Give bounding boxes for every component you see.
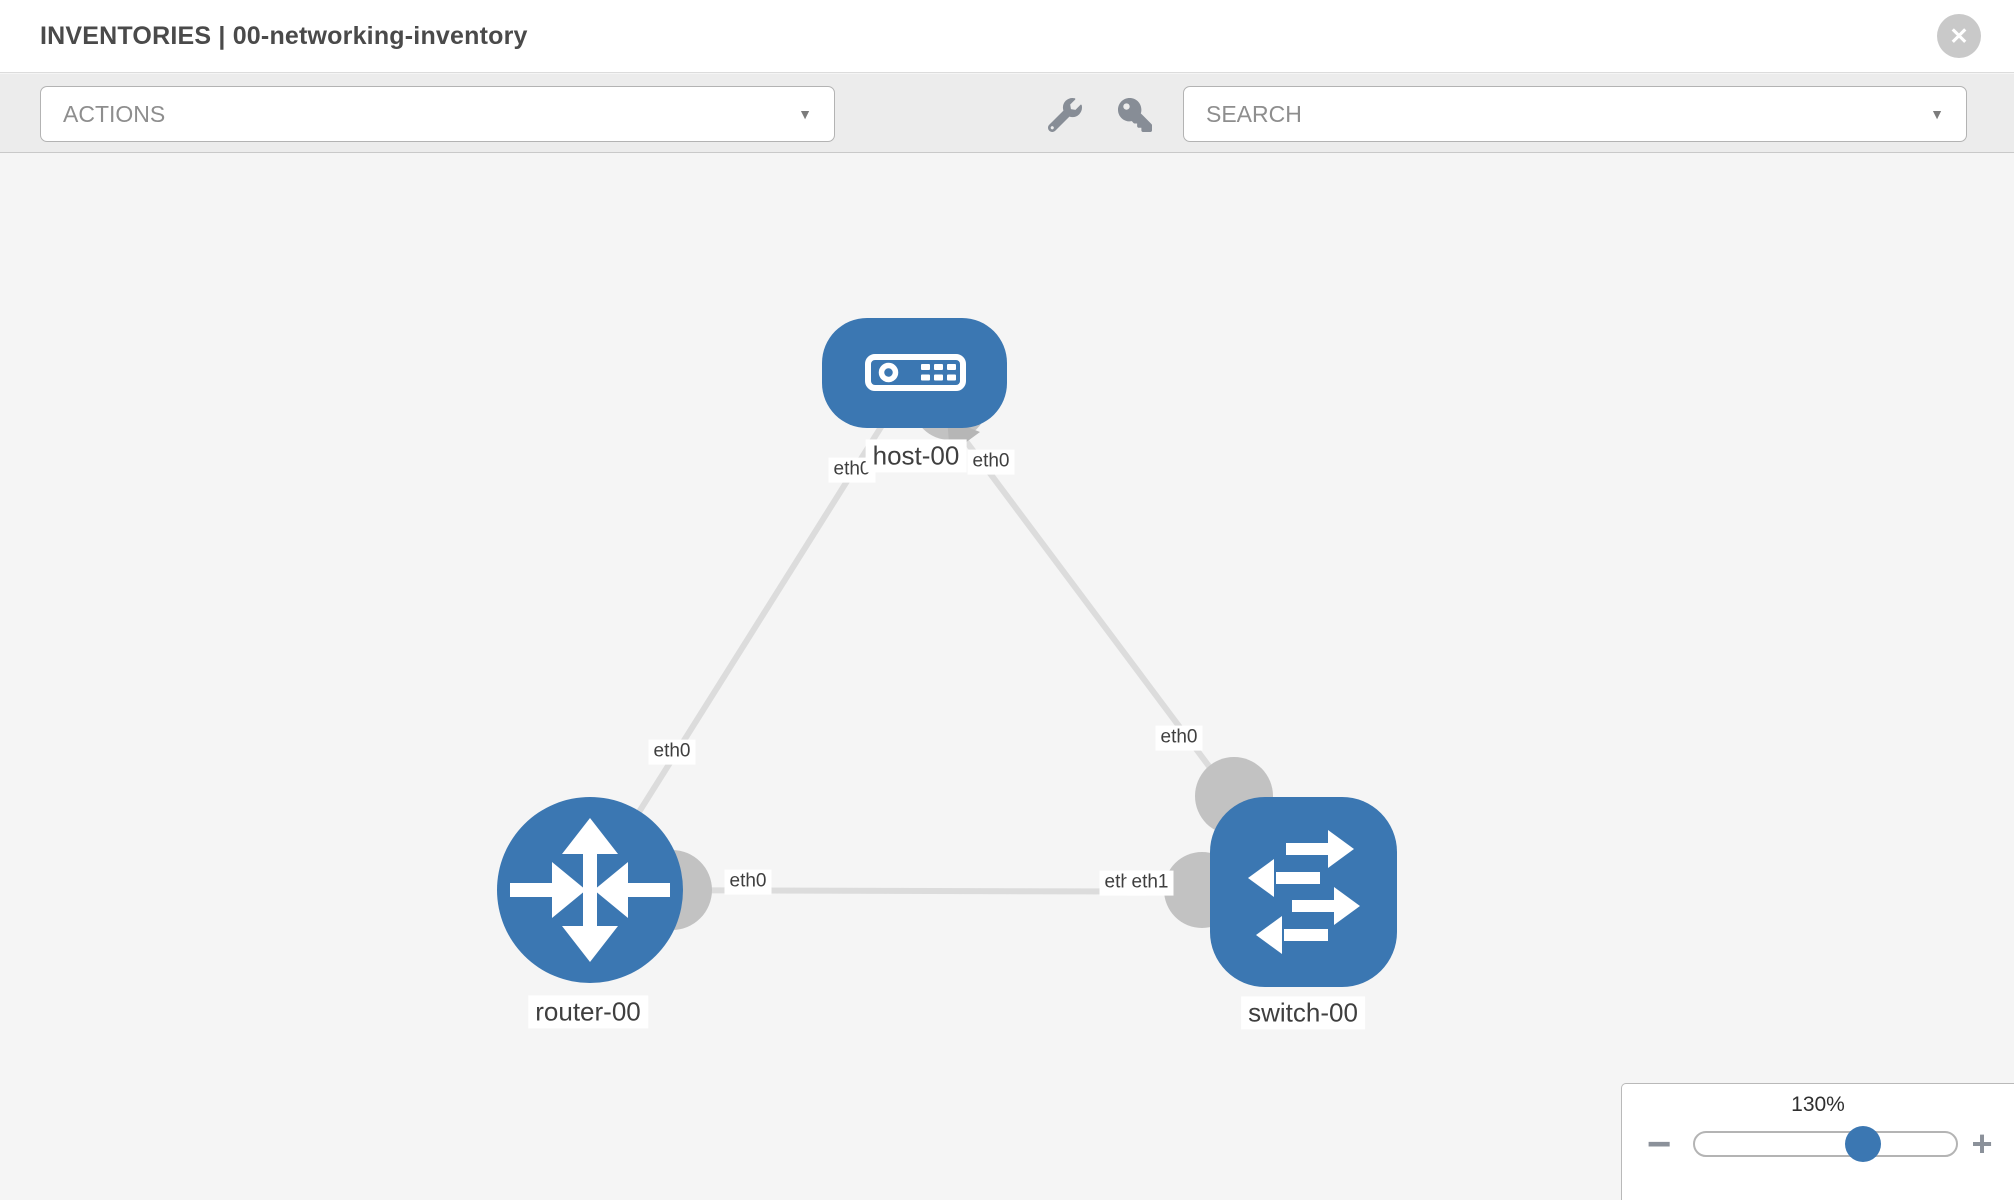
chevron-down-icon: ▼ [1930,106,1944,122]
header: INVENTORIES | 00-networking-inventory ✕ [0,0,2014,73]
zoom-panel: 130% − + [1621,1083,2014,1200]
key-button[interactable] [1113,95,1157,135]
key-icon [1118,98,1152,132]
host-icon [865,354,966,391]
node-label-switch: switch-00 [1241,996,1365,1030]
minus-icon: − [1646,1120,1672,1167]
close-icon: ✕ [1949,22,1969,49]
interface-label-switch-to-router: eth1 [1126,870,1174,896]
topology-canvas[interactable] [0,154,2014,1200]
zoom-slider[interactable] [1693,1131,1958,1157]
toolbar: ACTIONS ▼ SEARCH ▼ [0,74,2014,153]
node-host-00[interactable] [822,318,1007,428]
interface-label-switch-to-host: eth0 [1155,725,1203,751]
node-router-00[interactable] [497,797,683,983]
switch-icon [1248,830,1360,954]
zoom-level-value: 130% [1791,1093,1845,1116]
close-button[interactable]: ✕ [1937,14,1981,58]
configure-button[interactable] [1043,95,1087,135]
node-label-router: router-00 [528,995,648,1029]
zoom-out-button[interactable]: − [1639,1120,1679,1167]
interface-label-router-to-switch: eth0 [724,869,772,895]
wrench-icon [1048,98,1082,132]
search-placeholder: SEARCH [1206,100,1302,127]
zoom-in-button[interactable]: + [1962,1122,2002,1166]
interface-label-router-to-host: eth0 [648,739,696,765]
chevron-down-icon: ▼ [798,106,812,122]
router-icon [510,818,670,962]
actions-dropdown[interactable]: ACTIONS ▼ [40,86,835,142]
plus-icon: + [1971,1123,1993,1164]
search-dropdown[interactable]: SEARCH ▼ [1183,86,1967,142]
interface-label-host-to-switch: eth0 [967,449,1015,475]
interface-label-host-to-router: eth0 [828,457,876,483]
actions-dropdown-label: ACTIONS [63,100,166,127]
page-title: INVENTORIES | 00-networking-inventory [40,21,528,50]
zoom-slider-handle[interactable] [1845,1126,1881,1162]
node-switch-00[interactable] [1210,797,1397,987]
node-label-host: host-00 [865,439,967,473]
